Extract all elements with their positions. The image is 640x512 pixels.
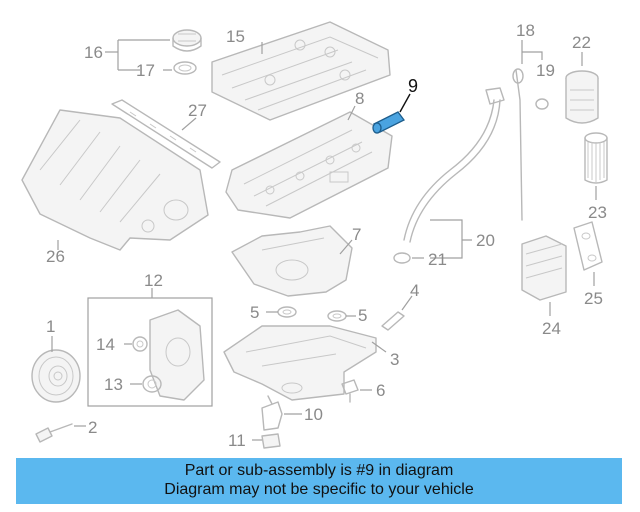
callout-15: 15 — [226, 27, 245, 46]
callout-5-left: 5 — [250, 303, 259, 322]
o-ring-right — [327, 310, 347, 322]
oil-filler-cap — [172, 29, 202, 52]
callout-11: 11 — [228, 431, 246, 450]
callout-13: 13 — [104, 375, 123, 394]
banner-line-2: Diagram may not be specific to your vehi… — [164, 481, 474, 498]
callout-18: 18 — [516, 21, 535, 40]
oil-pan — [223, 325, 377, 401]
info-banner: Part or sub-assembly is #9 in diagram Di… — [16, 458, 622, 504]
dipstick-seal — [535, 98, 549, 110]
part-9-highlighted — [372, 93, 411, 134]
callout-24: 24 — [542, 319, 561, 338]
oil-cooler — [521, 235, 567, 301]
o-ring-left — [277, 306, 297, 318]
callout-19: 19 — [536, 61, 555, 80]
drain-plug — [341, 379, 359, 403]
oil-filter-cap — [565, 70, 599, 124]
cooler-gasket — [573, 221, 603, 271]
banner-line-1: Part or sub-assembly is #9 in diagram — [184, 462, 454, 479]
callout-20: 20 — [476, 231, 495, 250]
callout-3: 3 — [390, 350, 399, 369]
callout-7: 7 — [352, 225, 361, 244]
callout-4: 4 — [410, 281, 419, 300]
callout-1: 1 — [46, 317, 55, 336]
callout-14: 14 — [96, 335, 115, 354]
callout-17: 17 — [136, 61, 155, 80]
oil-filter-element — [584, 132, 608, 184]
oil-level-sensor — [381, 311, 405, 331]
dipstick-tube — [403, 87, 505, 243]
callout-6: 6 — [376, 381, 385, 400]
callout-25: 25 — [584, 289, 603, 308]
callout-26: 26 — [46, 247, 65, 266]
callout-23: 23 — [588, 203, 607, 222]
pulley-bolt — [35, 423, 73, 443]
intake-manifold — [21, 109, 209, 251]
crankshaft-pulley — [31, 349, 81, 403]
seal-14 — [132, 336, 148, 352]
callout-16: 16 — [84, 43, 103, 62]
cylinder-head — [225, 111, 393, 219]
callout-21: 21 — [428, 250, 447, 269]
callout-10: 10 — [304, 405, 323, 424]
callout-27: 27 — [188, 101, 207, 120]
callout-12: 12 — [144, 271, 163, 290]
callout-9: 9 — [408, 76, 418, 96]
intake-gasket — [111, 99, 221, 169]
callout-8: 8 — [355, 89, 364, 108]
mounting-bolt — [261, 433, 281, 449]
cap-o-ring — [173, 61, 197, 75]
seal-13 — [142, 375, 162, 393]
callout-5-right: 5 — [358, 306, 367, 325]
oil-pump — [261, 395, 283, 431]
timing-cover — [231, 225, 353, 297]
sub-assembly-box-12 — [87, 297, 213, 407]
tube-o-ring — [393, 252, 411, 264]
dipstick — [512, 68, 524, 221]
callout-22: 22 — [572, 33, 591, 52]
front-cover — [149, 309, 205, 401]
parts-diagram: 1 2 3 4 5 5 6 7 8 9 10 11 12 13 14 15 16… — [21, 21, 608, 450]
callout-2: 2 — [88, 418, 97, 437]
valve-cover — [211, 21, 391, 121]
